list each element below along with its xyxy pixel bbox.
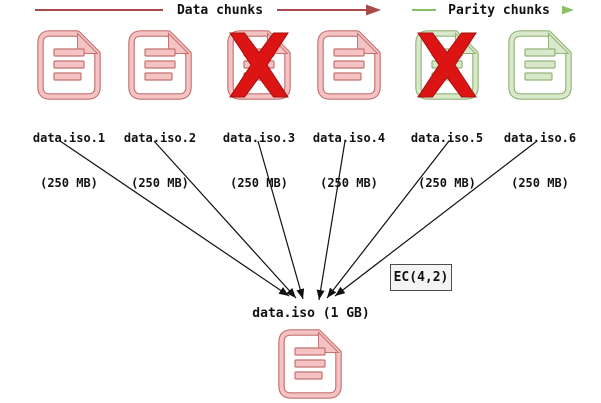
chunk5-label: data.iso.5 (250 MB) — [392, 101, 502, 221]
merge-arrow-chunk1 — [59, 140, 290, 297]
merge-arrow-chunk5 — [326, 140, 450, 299]
chunk6-name: data.iso.6 — [503, 131, 577, 145]
chunk4-name: data.iso.4 — [312, 131, 386, 145]
chunk6-label: data.iso.6 (250 MB) — [485, 101, 595, 221]
file-icon-chunk2 — [132, 34, 189, 97]
merge-arrow-chunk3 — [257, 140, 305, 300]
file-icon-chunk6 — [512, 34, 569, 97]
file-icon-output — [282, 333, 339, 396]
chunk1-label: data.iso.1 (250 MB) — [14, 101, 124, 221]
output-file-label: data.iso (1 GB) — [252, 306, 370, 321]
chunk3-label: data.iso.3 (250 MB) — [204, 101, 314, 221]
chunk2-name: data.iso.2 — [123, 131, 197, 145]
data-chunks-label: Data chunks — [163, 2, 277, 19]
file-icon-chunk1 — [41, 34, 98, 97]
merge-arrow-chunk6 — [334, 140, 538, 297]
merge-arrow-chunk4 — [316, 140, 346, 301]
parity-chunks-label: Parity chunks — [436, 2, 562, 19]
chunk1-name: data.iso.1 — [32, 131, 106, 145]
ec-annotation-box: EC(4,2) — [390, 264, 452, 291]
chunk5-name: data.iso.5 — [410, 131, 484, 145]
chunk2-size: (250 MB) — [131, 176, 189, 190]
chunk1-size: (250 MB) — [40, 176, 98, 190]
chunk4-size: (250 MB) — [320, 176, 378, 190]
chunk4-label: data.iso.4 (250 MB) — [294, 101, 404, 221]
chunk5-size: (250 MB) — [418, 176, 476, 190]
chunk6-size: (250 MB) — [511, 176, 569, 190]
chunk3-name: data.iso.3 — [222, 131, 296, 145]
file-icon-chunk4 — [321, 34, 378, 97]
merge-arrow-chunk2 — [153, 140, 297, 299]
chunk2-label: data.iso.2 (250 MB) — [105, 101, 215, 221]
chunk3-size: (250 MB) — [230, 176, 288, 190]
